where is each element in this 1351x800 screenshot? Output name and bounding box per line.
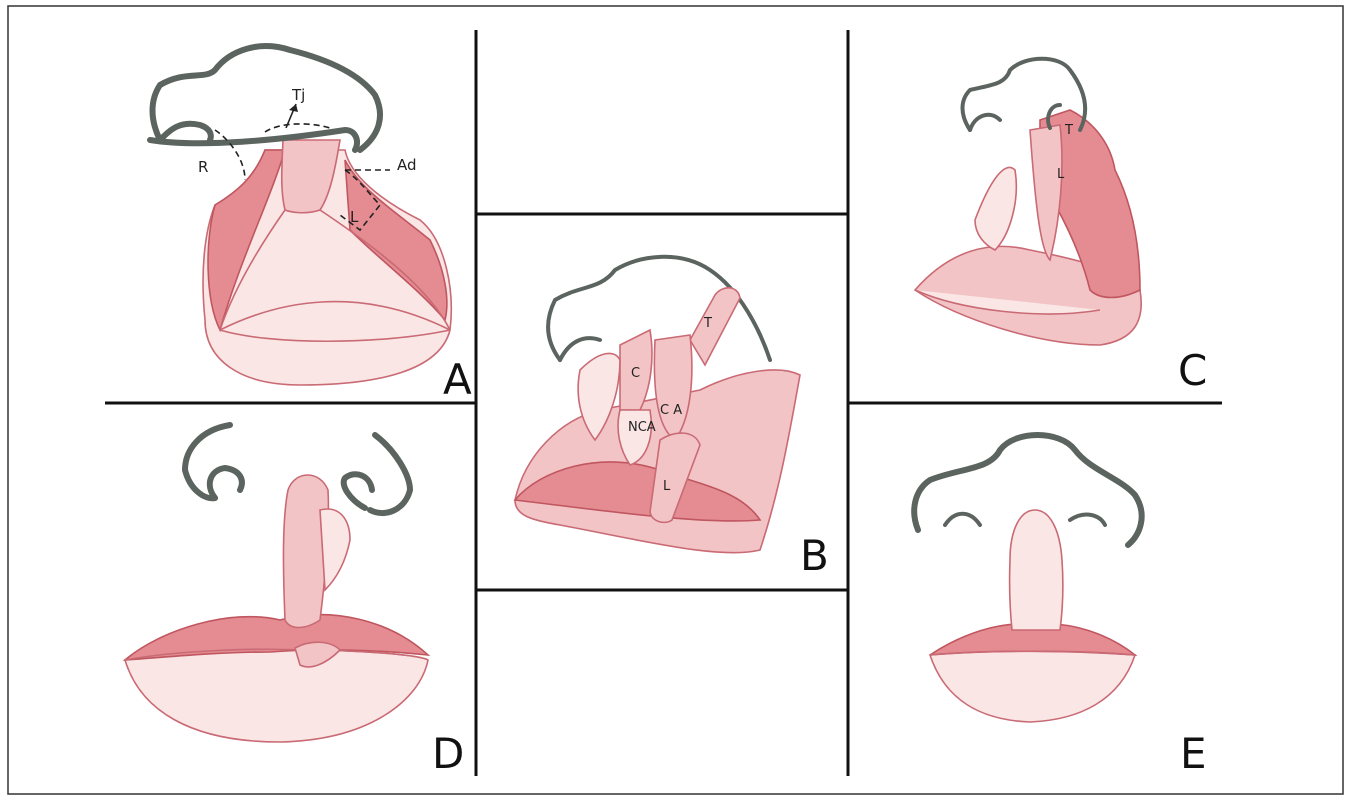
- panel-d-letter: D: [432, 729, 464, 778]
- panel-a-letter: A: [443, 355, 472, 404]
- panel-d-prolabium: [283, 475, 328, 628]
- panel-b-t-flap: [690, 288, 740, 365]
- panel-c: T L C: [915, 59, 1207, 395]
- panel-b-label-l: L: [663, 479, 671, 494]
- panel-b-letter: B: [800, 531, 829, 580]
- panel-e-lower-lip: [930, 651, 1135, 722]
- panel-a-label-l: L: [350, 208, 359, 226]
- panel-c-letter: C: [1178, 346, 1207, 395]
- panel-b-label-c: C: [631, 366, 640, 381]
- panel-b: T C C A NCA L B: [515, 257, 829, 580]
- panel-e: E: [914, 435, 1206, 778]
- panel-a-label-ad: Ad: [397, 156, 417, 174]
- panel-c-label-t: T: [1064, 123, 1073, 138]
- panel-a: Tj R Ad L A: [150, 46, 472, 404]
- panel-d: D: [125, 425, 464, 778]
- panel-c-label-l: L: [1057, 167, 1065, 182]
- panel-a-label-r: R: [198, 158, 208, 176]
- panel-b-label-nca: NCA: [628, 420, 656, 435]
- panel-e-letter: E: [1180, 729, 1207, 778]
- panel-a-label-tj: Tj: [291, 86, 305, 104]
- panel-b-label-ca: C A: [660, 403, 682, 418]
- panel-e-columella: [1010, 510, 1063, 630]
- panel-d-lower-lip: [125, 649, 428, 742]
- panel-a-nose-outline: [153, 46, 381, 150]
- panel-b-label-t: T: [703, 316, 712, 331]
